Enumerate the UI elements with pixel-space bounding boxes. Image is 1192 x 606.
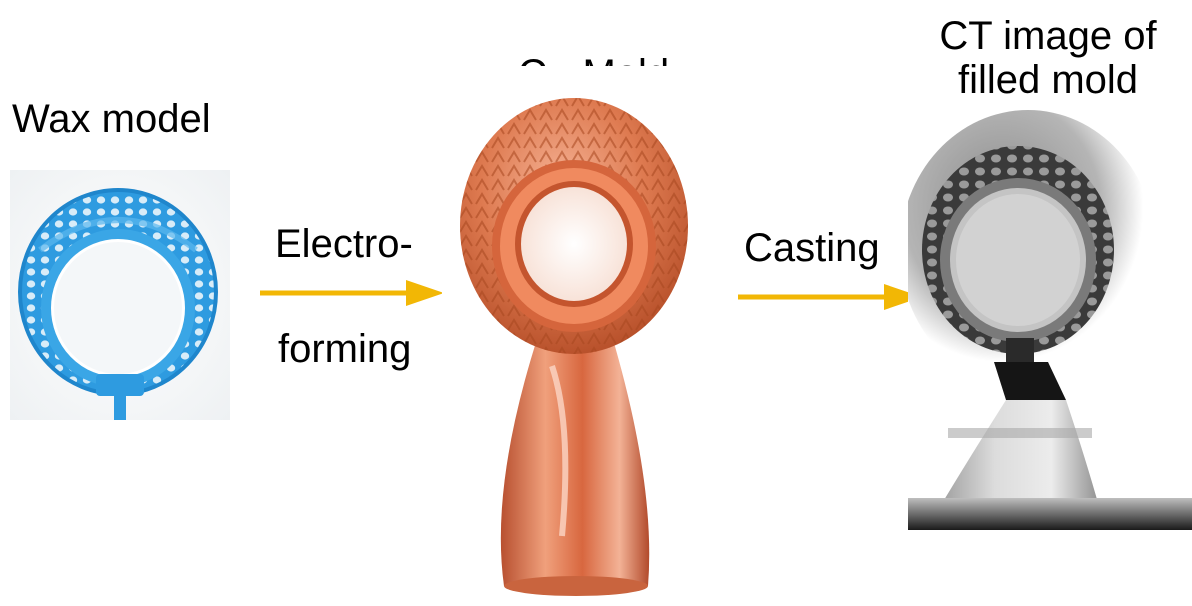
casting-label: Casting [744, 226, 880, 270]
ct-label-line2: filled mold [918, 58, 1178, 102]
cu-mold-image [442, 66, 704, 606]
electroforming-arrow [258, 278, 448, 308]
wax-model-label: Wax model [12, 97, 211, 141]
ct-label: CT image of filled mold [918, 14, 1178, 102]
casting-arrow [736, 282, 926, 312]
wax-model-image [10, 170, 230, 420]
electroforming-label-line2: forming [278, 327, 411, 371]
ct-image [908, 100, 1192, 530]
electroforming-label-line1: Electro- [275, 222, 413, 266]
ct-label-line1: CT image of [918, 14, 1178, 58]
